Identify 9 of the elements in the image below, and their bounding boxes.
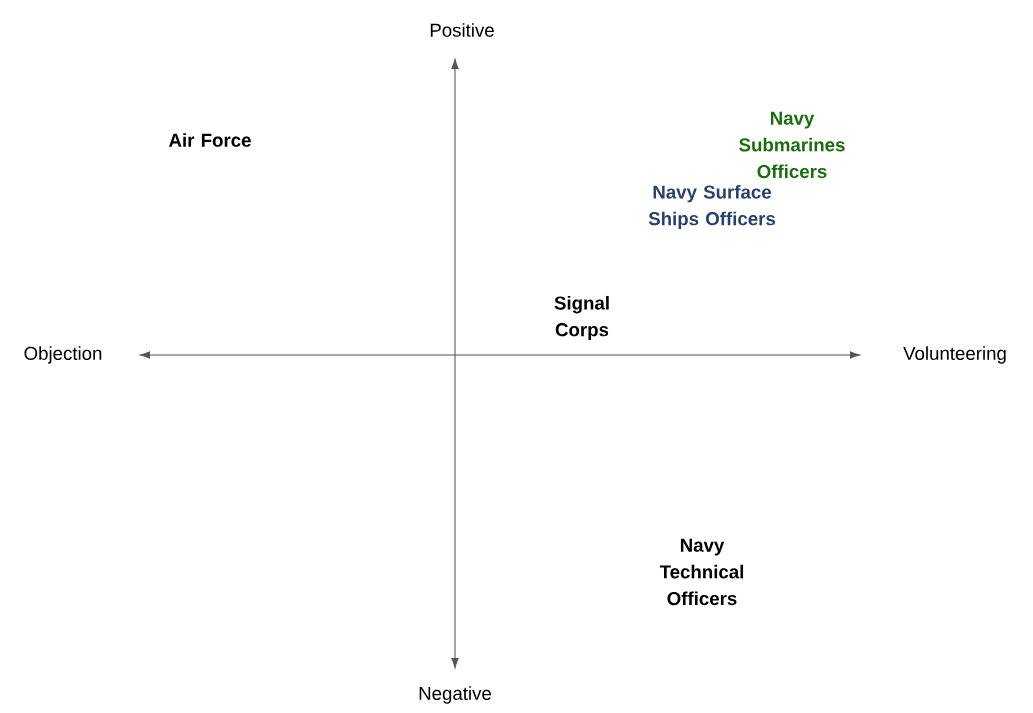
point-label: Signal Corps bbox=[554, 295, 609, 340]
axis-label: Negative bbox=[419, 686, 491, 704]
axis-label: Positive bbox=[430, 23, 494, 37]
point-label: Navy Technical Officers bbox=[659, 538, 744, 606]
axis-label: Volunteering bbox=[903, 346, 1006, 364]
axis-label: Objection bbox=[24, 346, 102, 364]
point-label: Air Force bbox=[168, 133, 251, 147]
point-label: Navy Submarines Officers bbox=[739, 111, 845, 179]
point-label: Navy Surface Ships Officers bbox=[648, 184, 776, 229]
